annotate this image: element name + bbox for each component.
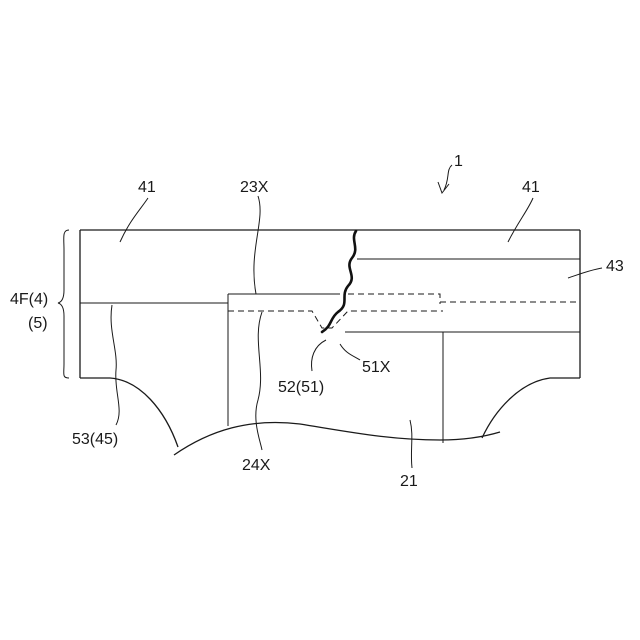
hidden-outline-upper — [348, 294, 440, 304]
label-43: 43 — [606, 258, 624, 275]
article-body — [80, 230, 580, 455]
leader-24x — [256, 312, 262, 450]
label-53-45: 53(45) — [72, 431, 118, 448]
label-5: (5) — [28, 315, 48, 332]
leader-43 — [568, 268, 602, 278]
label-51x: 51X — [362, 359, 391, 376]
leader-41-right — [508, 198, 533, 242]
reference-labels: 1 41 41 23X 43 4F(4) (5) 52(51) 51X 53(4… — [10, 153, 624, 490]
leader-51x — [340, 344, 360, 360]
cutaway-layers — [345, 259, 580, 332]
label-23x: 23X — [240, 179, 269, 196]
leader-52-51 — [312, 340, 326, 371]
leader-41-left — [120, 198, 148, 242]
leader-lines — [111, 165, 602, 468]
label-24x: 24X — [242, 457, 271, 474]
crotch-bottom-edge — [174, 422, 500, 455]
leader-23x — [254, 196, 260, 294]
hidden-outlines — [228, 294, 443, 328]
leader-1-arrow — [444, 165, 452, 190]
cutaway-tear-line — [322, 231, 356, 332]
label-1: 1 — [454, 153, 463, 170]
label-21: 21 — [400, 473, 418, 490]
label-52-51: 52(51) — [278, 379, 324, 396]
leader-21 — [410, 420, 412, 468]
label-41-left: 41 — [138, 179, 156, 196]
label-41-right: 41 — [522, 179, 540, 196]
label-4f4: 4F(4) — [10, 291, 48, 308]
right-leg-opening — [482, 378, 580, 438]
leader-53-45 — [111, 305, 119, 425]
region-bracket — [58, 230, 69, 378]
arrowhead-1 — [438, 182, 449, 193]
